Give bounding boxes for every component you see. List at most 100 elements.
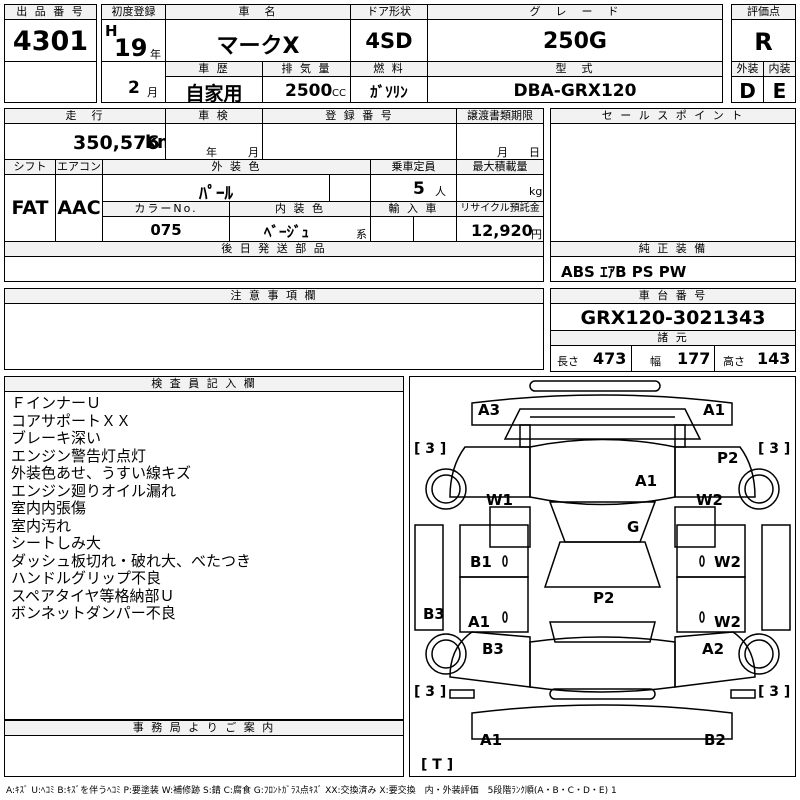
- mark-left-side: B3: [423, 605, 445, 623]
- header-grade: グ レ ー ド: [427, 4, 723, 20]
- shift-cell: FAT: [4, 174, 56, 242]
- exterior-grade-cell: D: [731, 76, 764, 103]
- header-lot-number: 出 品 番 号: [4, 4, 97, 20]
- header-import: 輸 入 車: [370, 201, 457, 217]
- header-int-color: 内 装 色: [229, 201, 371, 217]
- aircon-cell: AAC: [55, 174, 103, 242]
- office-cell: [4, 735, 404, 777]
- spec-width-cell: 幅 177: [631, 345, 715, 372]
- mark-trunk: P2: [593, 589, 615, 607]
- header-door-type: ドア形状: [350, 4, 428, 20]
- spec-length-cell: 長さ 473: [550, 345, 632, 372]
- mileage-cell: 350,576 km: [4, 123, 176, 160]
- recycle-fee: 12,920: [471, 221, 533, 240]
- transfer-deadline-cell: 月 日: [456, 123, 544, 160]
- deadline-month-unit: 月: [497, 146, 508, 159]
- reg-month-cell: 2 月: [101, 61, 166, 103]
- deadline-day-unit: 日: [529, 146, 540, 159]
- year-unit: 年: [150, 48, 161, 61]
- car-name-cell: マークX: [165, 19, 351, 62]
- header-max-load: 最大積載量: [456, 159, 544, 175]
- spare-value: T: [432, 757, 442, 773]
- history: 自家用: [185, 83, 243, 105]
- reg-month: 2: [128, 78, 140, 98]
- note-line: エンジン警告灯点灯: [11, 446, 147, 465]
- mileage: 350,576: [73, 132, 160, 154]
- note-line: ブレーキ深い: [11, 429, 102, 447]
- mark-roof: G: [627, 518, 640, 536]
- mark-sill-left: A1: [468, 613, 491, 631]
- car-diagram: A3 A1 A1 P2 W1 W2 G B1 W2 P2 A1 W2 B3 B3…: [409, 376, 796, 777]
- exterior-grade: D: [739, 79, 756, 103]
- reg-number-cell: [262, 123, 457, 160]
- spare-tire: [ T ]: [421, 757, 454, 773]
- kg-unit: kg: [529, 185, 543, 198]
- mark-door-left-front: W1: [486, 491, 513, 509]
- header-exterior: 外装: [731, 61, 764, 77]
- model: DBA-GRX120: [513, 81, 637, 101]
- note-line: ダッシュ板切れ・破れ大、べたつき: [11, 551, 252, 570]
- color-no: 075: [150, 221, 182, 239]
- aircon: AAC: [57, 197, 101, 219]
- header-first-registration: 初度登録: [101, 4, 166, 20]
- history-cell: 自家用: [165, 76, 263, 105]
- header-capacity: 乗車定員: [370, 159, 457, 175]
- inspection-year-unit: 年: [206, 146, 217, 159]
- note-line: スペアタイヤ等格納部Ｕ: [11, 586, 175, 605]
- genuine-equipment-cell: ABS ｴｱB PS PW: [550, 256, 796, 282]
- interior-grade: E: [772, 79, 787, 103]
- car-diagram-drawing: [414, 380, 791, 740]
- later-parts-cell: [4, 256, 544, 282]
- import-cell-b: [413, 216, 457, 242]
- ext-color: ﾊﾟｰﾙ: [199, 184, 233, 204]
- grade: 250G: [543, 29, 607, 54]
- tire-rear-right: [ 3 ]: [758, 684, 791, 700]
- inspection-month-unit: 月: [248, 146, 259, 159]
- tire-rl-value: 3: [425, 684, 436, 700]
- header-genuine-equipment: 純 正 装 備: [550, 241, 796, 257]
- chassis-number-cell: GRX120-3021343: [550, 303, 796, 331]
- header-score: 評価点: [731, 4, 796, 20]
- tire-rr-value: 3: [769, 684, 780, 700]
- shift: FAT: [11, 197, 49, 219]
- header-fuel: 燃 料: [350, 61, 428, 77]
- import-cell-a: [370, 216, 414, 242]
- header-reg-number: 登 録 番 号: [262, 108, 457, 124]
- note-line: 外装色あせ、うすい線キズ: [11, 464, 192, 482]
- month-unit: 月: [147, 86, 158, 99]
- tire-front-left: [ 3 ]: [414, 441, 447, 457]
- displacement: 2500: [285, 81, 333, 101]
- header-shift: シフト: [4, 159, 56, 175]
- note-line: ボンネットダンパー不良: [11, 604, 176, 622]
- mark-rear-right: A2: [702, 640, 725, 658]
- mark-front-right: A1: [703, 401, 726, 419]
- interior-grade-cell: E: [763, 76, 796, 103]
- header-chassis-number: 車 台 番 号: [550, 288, 796, 304]
- lot-blank: [4, 61, 97, 103]
- legend: A:ｷｽﾞ U:ﾍｺﾐ B:ｷｽﾞを伴うﾍｺﾐ P:要塗装 W:補修跡 S:錆 …: [6, 786, 617, 796]
- mark-bumper-right: B2: [704, 731, 726, 749]
- header-ext-color: 外 装 色: [102, 159, 371, 175]
- sales-points-cell: [550, 123, 796, 242]
- header-interior: 内装: [763, 61, 796, 77]
- ext-color-cell: ﾊﾟｰﾙ: [102, 174, 330, 204]
- header-transfer-deadline: 譲渡書類期限: [456, 108, 544, 124]
- first-registration-cell: H 19 年: [101, 19, 166, 62]
- caution-cell: [4, 303, 544, 370]
- model-cell: DBA-GRX120: [427, 76, 723, 103]
- mark-sill-right: W2: [714, 613, 741, 631]
- door-type-cell: 4SD: [350, 19, 428, 62]
- length-label: 長さ: [557, 355, 579, 368]
- int-color: ﾍﾞｰｼﾞｭ: [264, 223, 310, 241]
- recycle-cell: 12,920 円: [456, 216, 544, 242]
- note-line: ハンドルグリップ不良: [11, 569, 162, 587]
- mark-fender-right: P2: [717, 449, 739, 467]
- capacity: 5: [413, 179, 425, 199]
- reg-year: 19: [114, 34, 148, 62]
- header-model: 型 式: [427, 61, 723, 77]
- door-type: 4SD: [365, 29, 413, 53]
- note-line: ＦインナーＵ: [11, 394, 102, 412]
- lot-number-cell: 4301: [4, 19, 97, 62]
- capacity-cell: 5 人: [370, 174, 457, 202]
- mark-door-left-rear: B1: [470, 553, 492, 571]
